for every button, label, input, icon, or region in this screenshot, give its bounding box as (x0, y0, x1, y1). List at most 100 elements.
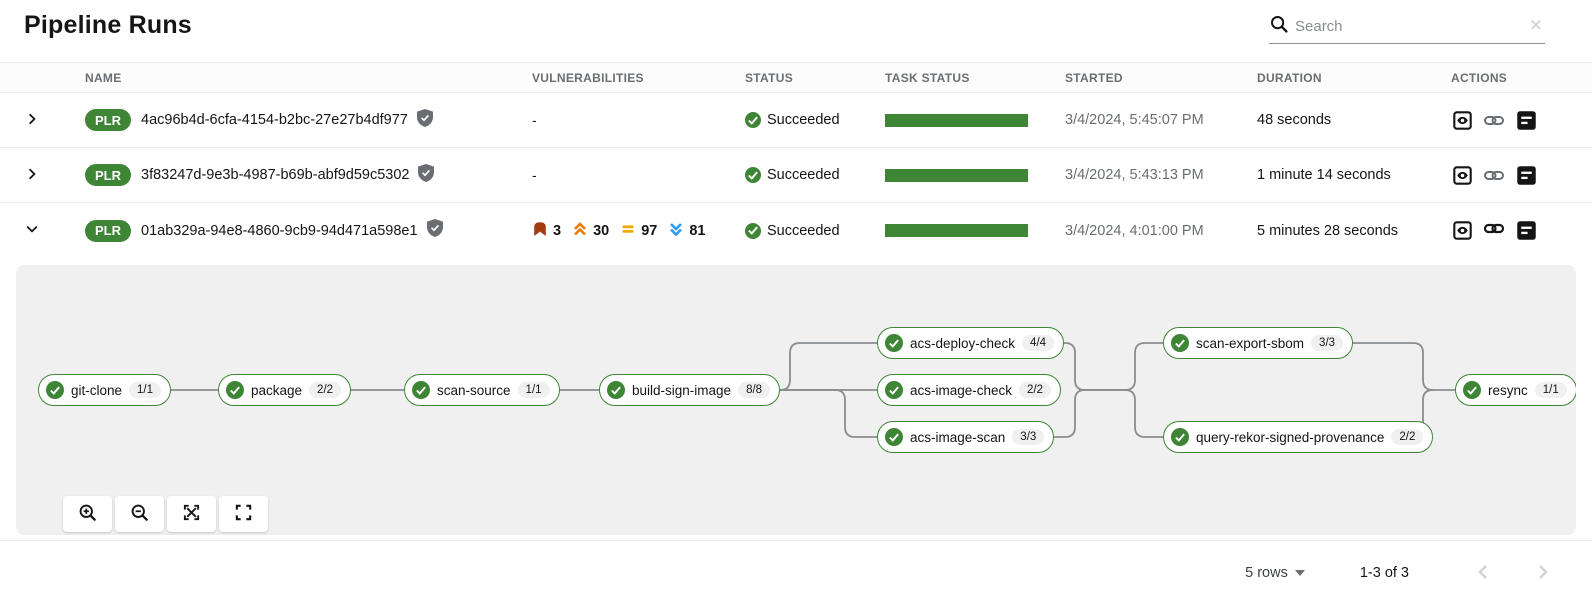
header-status: STATUS (745, 70, 794, 85)
task-name: package (251, 382, 303, 398)
started-timestamp: 3/4/2024, 5:45:07 PM (1065, 112, 1204, 128)
fullscreen-button[interactable] (219, 496, 268, 532)
graph-controls (63, 496, 268, 532)
next-page-button[interactable] (1524, 564, 1562, 583)
task-success-icon (885, 381, 903, 399)
started-timestamp: 3/4/2024, 4:01:00 PM (1065, 222, 1204, 239)
task-step-badge: 1/1 (517, 382, 550, 398)
page-range-label: 1-3 of 3 (1359, 565, 1409, 581)
task-success-icon (885, 428, 903, 446)
status-label: Succeeded (767, 167, 840, 183)
task-name: scan-source (437, 382, 511, 398)
task-success-icon (607, 381, 625, 399)
task-name: acs-image-scan (910, 429, 1006, 445)
task-step-badge: 3/3 (1012, 429, 1045, 445)
collapse-row-button[interactable] (22, 221, 42, 241)
vulnerabilities-cell: - (532, 167, 537, 183)
status-label: Succeeded (767, 112, 840, 128)
task-step-badge: 1/1 (1534, 382, 1567, 398)
expand-row-button[interactable] (22, 110, 42, 130)
zoom-out-button[interactable] (115, 496, 164, 532)
task-success-icon (412, 381, 430, 399)
critical-count: 3 (553, 222, 562, 239)
pipelinerun-name: 01ab329a-94e8-4860-9cb9-94d471a598e1 (141, 222, 418, 239)
started-timestamp: 3/4/2024, 5:43:13 PM (1065, 167, 1204, 183)
signed-shield-icon (418, 163, 435, 187)
page-title: Pipeline Runs (24, 11, 192, 39)
task-success-icon (885, 334, 903, 352)
task-name: git-clone (71, 382, 123, 398)
table-row: PLR 3f83247d-9e3b-4987-b69b-abf9d59c5302… (0, 148, 1592, 203)
task-name: acs-image-check (910, 382, 1013, 398)
chevron-left-icon (1476, 564, 1490, 583)
fullscreen-icon (234, 503, 253, 525)
pipeline-task-node[interactable]: query-rekor-signed-provenance 2/2 (1163, 421, 1434, 453)
task-success-icon (1463, 381, 1481, 399)
task-step-badge: 2/2 (1391, 429, 1424, 445)
view-logs-icon[interactable] (1515, 109, 1537, 131)
pipeline-visualization: git-clone 1/1 package 2/2 scan-source 1/… (16, 265, 1576, 535)
zoom-out-icon (130, 503, 149, 525)
chevron-right-icon (24, 166, 40, 185)
task-name: build-sign-image (632, 382, 732, 398)
low-severity-icon (668, 221, 684, 241)
task-step-badge: 2/2 (309, 382, 342, 398)
link-icon[interactable] (1483, 218, 1505, 240)
zoom-in-button[interactable] (63, 496, 112, 532)
header-started: STARTED (1065, 70, 1123, 85)
pipelinerun-kind-badge: PLR (85, 164, 131, 186)
pipeline-edges (96, 342, 1506, 438)
task-success-icon (226, 381, 244, 399)
pipeline-task-node[interactable]: build-sign-image 8/8 (599, 374, 781, 406)
view-output-icon[interactable] (1451, 164, 1473, 186)
pipeline-task-node[interactable]: acs-deploy-check 4/4 (877, 327, 1065, 359)
pipeline-task-node[interactable]: git-clone 1/1 (38, 374, 172, 406)
pipelinerun-kind-badge: PLR (85, 219, 131, 242)
signed-shield-icon (426, 219, 443, 242)
link-icon[interactable] (1483, 109, 1505, 131)
pipelinerun-name: 4ac96b4d-6cfa-4154-b2bc-27e27b4df977 (141, 112, 408, 128)
high-count: 30 (593, 222, 610, 239)
pipeline-task-node[interactable]: acs-image-scan 3/3 (877, 421, 1055, 453)
task-status-bar (885, 168, 1028, 182)
header-vulnerabilities: VULNERABILITIES (532, 70, 644, 85)
rows-per-page-label: 5 rows (1245, 565, 1288, 581)
status-success-icon (745, 222, 761, 239)
search-clear-icon[interactable]: ✕ (1528, 16, 1543, 35)
task-success-icon (1171, 428, 1189, 446)
view-output-icon[interactable] (1451, 109, 1473, 131)
pipelinerun-kind-badge: PLR (85, 109, 131, 131)
pipeline-task-node[interactable]: package 2/2 (218, 374, 352, 406)
pipelinerun-name: 3f83247d-9e3b-4987-b69b-abf9d59c5302 (141, 167, 410, 183)
pipeline-task-node[interactable]: scan-source 1/1 (404, 374, 560, 406)
search-input[interactable] (1289, 18, 1527, 35)
vulnerabilities-cell: - (532, 112, 537, 128)
pipeline-task-node[interactable]: scan-export-sbom 3/3 (1163, 327, 1354, 359)
pipeline-task-node[interactable]: resync 1/1 (1455, 374, 1576, 406)
fit-to-screen-button[interactable] (167, 496, 216, 532)
view-logs-icon[interactable] (1515, 164, 1537, 186)
search-box: ✕ (1269, 10, 1545, 44)
task-step-badge: 1/1 (129, 382, 162, 398)
task-step-badge: 3/3 (1311, 335, 1344, 351)
header-task-status: TASK STATUS (885, 70, 970, 85)
duration-value: 5 minutes 28 seconds (1257, 222, 1399, 239)
status-success-icon (745, 167, 761, 183)
task-success-icon (1171, 334, 1189, 352)
fit-to-screen-icon (182, 503, 201, 525)
page-header: Pipeline Runs ✕ (0, 0, 1592, 62)
task-step-badge: 2/2 (1019, 382, 1052, 398)
link-icon[interactable] (1483, 164, 1505, 186)
chevron-right-icon (1536, 564, 1550, 583)
header-duration: DURATION (1257, 70, 1322, 85)
pipeline-task-node[interactable]: acs-image-check 2/2 (877, 374, 1062, 406)
status-label: Succeeded (767, 222, 840, 239)
expand-row-button[interactable] (22, 165, 42, 185)
previous-page-button[interactable] (1464, 564, 1502, 583)
duration-value: 48 seconds (1257, 112, 1332, 128)
low-count: 81 (689, 222, 706, 239)
view-output-icon[interactable] (1451, 220, 1473, 242)
view-logs-icon[interactable] (1515, 220, 1537, 242)
header-actions: ACTIONS (1451, 70, 1508, 85)
rows-per-page-select[interactable]: 5 rows (1245, 565, 1305, 581)
